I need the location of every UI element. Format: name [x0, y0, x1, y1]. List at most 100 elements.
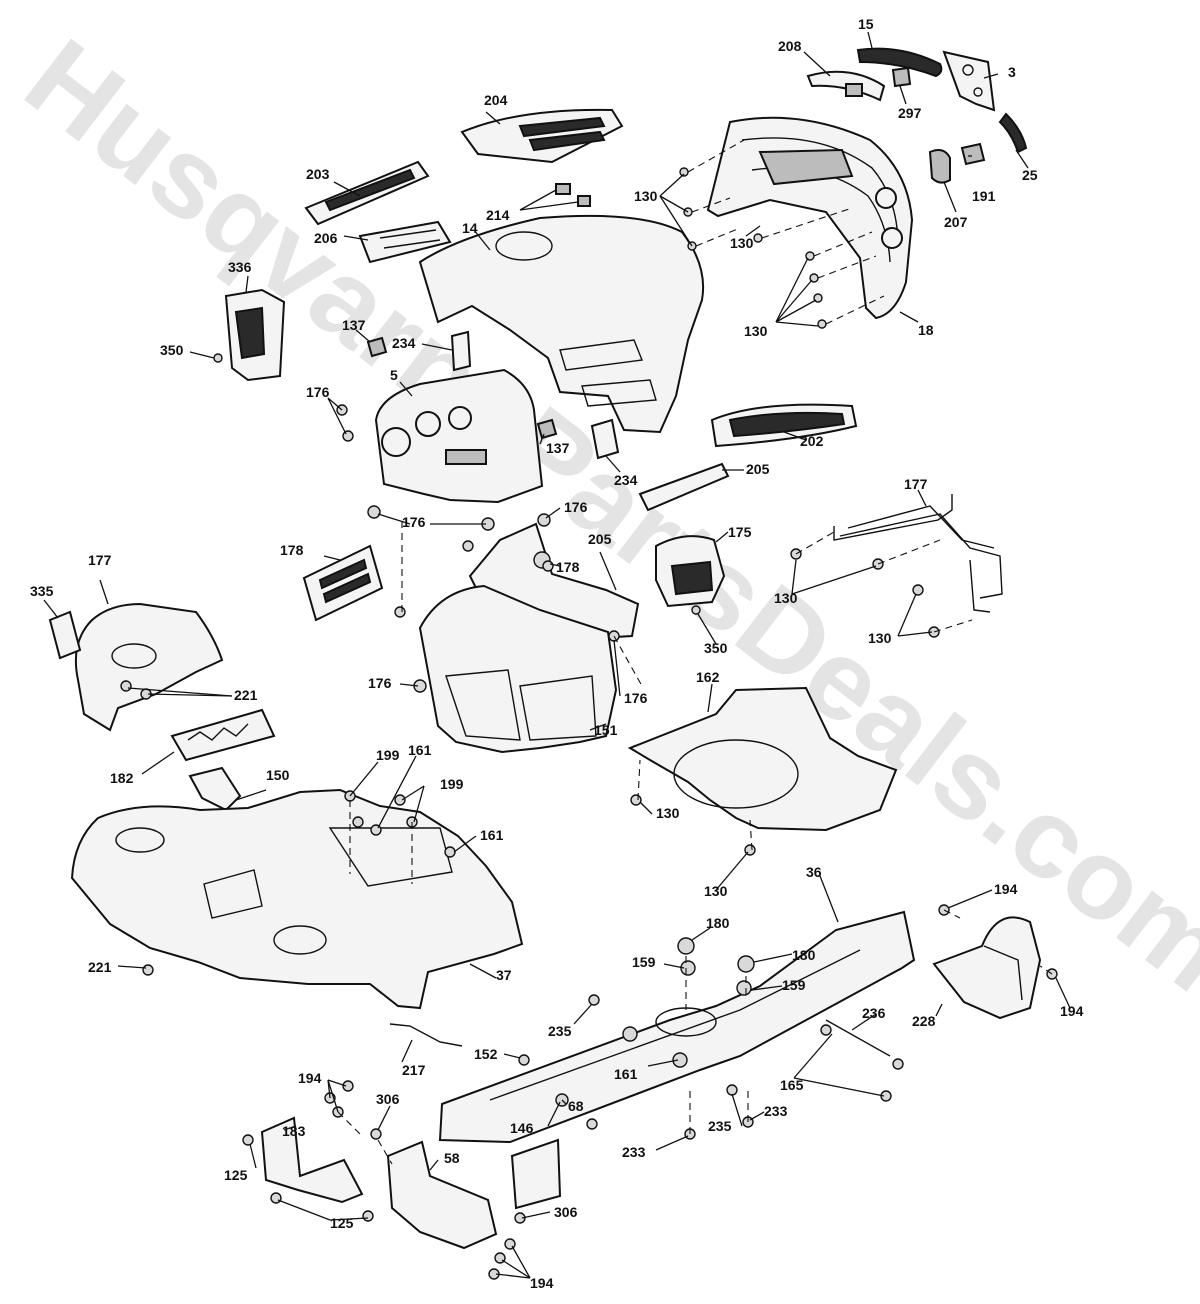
callout-207: 207: [944, 214, 968, 230]
callout-189-a: 125: [224, 1167, 248, 1183]
callout-68: 165: [780, 1077, 804, 1093]
callout-25: 25: [1022, 167, 1038, 183]
callout-36-b: 199: [440, 776, 464, 792]
callout-150: 162: [696, 669, 720, 685]
callout-297: 297: [898, 105, 922, 121]
callout-235-b: 180: [792, 947, 816, 963]
callout-176-b: 176: [564, 499, 588, 515]
callout-137-a: 137: [342, 317, 366, 333]
part-202-front-grille: [710, 403, 858, 448]
part-180-frame: [438, 910, 916, 1210]
callout-183-b: 233: [622, 1144, 646, 1160]
part-191-clip: [960, 142, 986, 166]
part-199-plate: [170, 708, 276, 762]
part-5-dash-panel: [374, 368, 544, 504]
callout-159-d: 194: [530, 1275, 554, 1291]
callout-194-b: 161: [480, 827, 504, 843]
part-297-bulb: [891, 66, 912, 88]
callout-176-e: 176: [624, 690, 648, 706]
part-205-trim: [638, 462, 730, 512]
part-178-vent-plate: [302, 544, 384, 622]
callout-125: 146: [510, 1120, 534, 1136]
callout-176-a: 176: [306, 384, 330, 400]
callout-58: 183: [282, 1123, 306, 1139]
callout-2: 58: [444, 1150, 460, 1166]
callout-202: 202: [800, 433, 824, 449]
callout-130-g: 130: [704, 883, 728, 899]
callout-18: 18: [918, 322, 934, 338]
part-58-bracket: [260, 1116, 364, 1204]
callout-175: 205: [588, 531, 612, 547]
callout-206: 206: [314, 230, 338, 246]
part-37-footrest: [70, 788, 524, 1010]
part-214-switch: [555, 183, 591, 207]
callout-183-a: 233: [764, 1103, 788, 1119]
callout-130-e: 130: [868, 630, 892, 646]
callout-labels: 15 208 3 297 204 25 130 130 191 207 203 …: [30, 16, 1084, 1291]
callout-130-a: 130: [634, 188, 658, 204]
callout-159-b: 194: [1060, 1003, 1084, 1019]
callout-194-a: 161: [408, 742, 432, 758]
callout-3: 3: [1008, 64, 1016, 80]
callout-336: 336: [228, 259, 252, 275]
callout-5: 5: [390, 367, 398, 383]
part-234-decal: [450, 330, 620, 460]
part-137-latch: [366, 336, 558, 440]
part-196-console: [74, 602, 224, 732]
callout-146: 68: [568, 1098, 584, 1114]
callout-235-a: 180: [706, 915, 730, 931]
callout-177: 178: [556, 559, 580, 575]
callout-151: 177: [904, 476, 928, 492]
part-182-dash-housing: [418, 584, 618, 754]
callout-350-b: 350: [704, 640, 728, 656]
callout-152: 228: [912, 1013, 936, 1029]
part-203-grille: [304, 160, 430, 226]
callout-350-a: 350: [160, 342, 184, 358]
callout-233-b: 306: [554, 1204, 578, 1220]
part-336-side-panel: [224, 288, 286, 382]
callout-191: 191: [972, 188, 996, 204]
callout-221: 335: [30, 583, 54, 599]
part-151-bracket: [833, 494, 1003, 613]
part-25-trim: [998, 112, 1028, 154]
callout-165: 217: [402, 1062, 426, 1078]
callout-335: 175: [728, 524, 752, 540]
callout-178: 178: [280, 542, 304, 558]
callout-162-b: 221: [88, 959, 112, 975]
callout-199: 182: [110, 770, 134, 786]
part-208-headlight: [806, 70, 886, 102]
part-207-socket: [928, 149, 951, 184]
callout-130-d: 130: [774, 590, 798, 606]
callout-217: 236: [862, 1005, 886, 1021]
part-18-front-hood: [706, 116, 914, 320]
part-165-rod: [389, 1023, 463, 1047]
callout-214: 214: [486, 207, 510, 223]
callout-204: 204: [484, 92, 508, 108]
leader-lines: [43, 31, 1071, 1279]
part-161-bracket: [188, 766, 242, 812]
callout-161: 150: [266, 767, 290, 783]
callout-203: 203: [306, 166, 330, 182]
callout-196: 177: [88, 552, 112, 568]
callout-130-b: 130: [730, 235, 754, 251]
part-335-side-vent: [655, 535, 726, 608]
callout-130-f: 130: [656, 805, 680, 821]
assembly-lines: [337, 139, 1053, 1165]
part-206-vent: [358, 220, 452, 264]
callout-176-d: 176: [368, 675, 392, 691]
callout-234-b: 234: [614, 472, 638, 488]
callout-180: 36: [806, 864, 822, 880]
part-15-lens: [856, 47, 943, 78]
callout-162-a: 221: [234, 687, 258, 703]
callout-236-a: 159: [632, 954, 656, 970]
callout-306: 152: [474, 1046, 498, 1062]
callout-194-c: 161: [614, 1066, 638, 1082]
callout-234-a: 234: [392, 335, 416, 351]
part-3-bracket: [942, 50, 996, 112]
callout-182: 151: [594, 722, 618, 738]
callout-130-c: 130: [744, 323, 768, 339]
callout-228-b: 235: [708, 1118, 732, 1134]
part-14-hood: [418, 214, 705, 434]
callout-233-a: 306: [376, 1091, 400, 1107]
